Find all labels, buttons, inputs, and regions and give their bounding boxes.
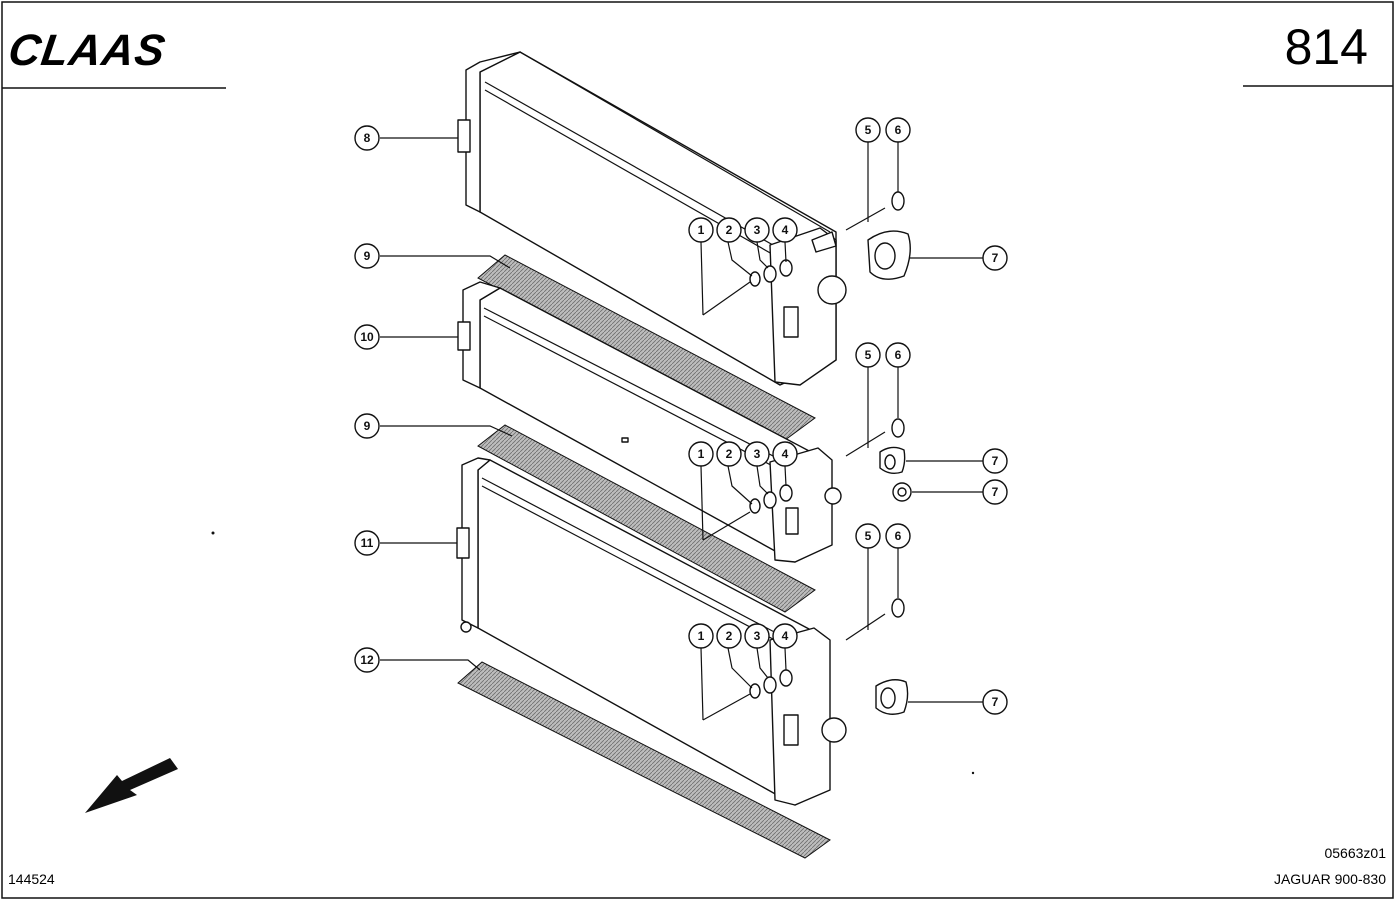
leader-lines (380, 137, 983, 721)
cooler-top (457, 51, 847, 386)
callout-bubble: 2 (716, 441, 742, 467)
callout-bubble: 7 (982, 479, 1008, 505)
callout-bubble: 5 (855, 523, 881, 549)
callout-bubble: 7 (982, 689, 1008, 715)
svg-text:2: 2 (726, 447, 733, 461)
svg-text:1: 1 (698, 629, 705, 643)
svg-text:7: 7 (992, 695, 999, 709)
svg-text:7: 7 (992, 485, 999, 499)
svg-text:3: 3 (754, 447, 761, 461)
callout-bubble: 6 (885, 117, 911, 143)
fittings-middle (702, 418, 912, 541)
callout-bubble: 9 (354, 243, 380, 269)
brand-logo: CLAAS (5, 26, 168, 75)
callout-bubble: 6 (885, 342, 911, 368)
callout-bubble: 9 (354, 413, 380, 439)
direction-arrow-icon (85, 758, 178, 813)
speck (971, 771, 975, 775)
callouts: 8 9 10 9 11 12 1 2 3 4 5 6 7 1 2 3 4 5 6… (354, 117, 1008, 715)
svg-text:6: 6 (895, 529, 902, 543)
fittings-bottom (702, 598, 909, 721)
speck (211, 531, 215, 535)
svg-text:3: 3 (754, 629, 761, 643)
svg-text:8: 8 (364, 131, 371, 145)
svg-text:2: 2 (726, 629, 733, 643)
callout-bubble: 7 (982, 448, 1008, 474)
callout-bubble: 3 (744, 623, 770, 649)
svg-text:5: 5 (865, 348, 872, 362)
svg-text:7: 7 (992, 251, 999, 265)
callout-bubble: 6 (885, 523, 911, 549)
callout-bubble: 7 (982, 245, 1008, 271)
svg-text:11: 11 (361, 536, 374, 550)
filter-mat-middle (477, 424, 816, 613)
drawing-code: 05663z01 (1324, 845, 1386, 861)
svg-text:3: 3 (754, 223, 761, 237)
callout-bubble: 5 (855, 342, 881, 368)
svg-text:6: 6 (895, 123, 902, 137)
callout-bubble: 1 (688, 217, 714, 243)
callout-bubble: 11 (354, 530, 380, 556)
svg-text:2: 2 (726, 223, 733, 237)
callout-bubble: 2 (716, 217, 742, 243)
svg-text:6: 6 (895, 348, 902, 362)
model-name: JAGUAR 900-830 (1274, 871, 1386, 887)
callout-bubble: 8 (354, 125, 380, 151)
svg-text:10: 10 (360, 330, 374, 344)
callout-bubble: 12 (354, 647, 380, 673)
svg-text:1: 1 (698, 447, 705, 461)
callout-bubble: 5 (855, 117, 881, 143)
filter-mat-bottom (457, 661, 831, 859)
footer-left-code: 144524 (8, 871, 55, 887)
svg-text:9: 9 (364, 249, 371, 263)
callout-bubble: 3 (744, 217, 770, 243)
svg-text:12: 12 (360, 653, 374, 667)
callout-bubble: 1 (688, 623, 714, 649)
callout-bubble: 4 (772, 217, 798, 243)
callout-bubble: 10 (354, 324, 380, 350)
callout-bubble: 1 (688, 441, 714, 467)
callout-bubble: 2 (716, 623, 742, 649)
svg-text:4: 4 (782, 629, 789, 643)
svg-text:5: 5 (865, 123, 872, 137)
svg-text:1: 1 (698, 223, 705, 237)
callout-bubble: 4 (772, 623, 798, 649)
svg-text:5: 5 (865, 529, 872, 543)
page-number: 814 (1285, 19, 1368, 75)
svg-text:9: 9 (364, 419, 371, 433)
fittings-top (702, 191, 911, 316)
svg-text:7: 7 (992, 454, 999, 468)
callout-bubble: 3 (744, 441, 770, 467)
svg-text:4: 4 (782, 447, 789, 461)
callout-bubble: 4 (772, 441, 798, 467)
svg-text:4: 4 (782, 223, 789, 237)
